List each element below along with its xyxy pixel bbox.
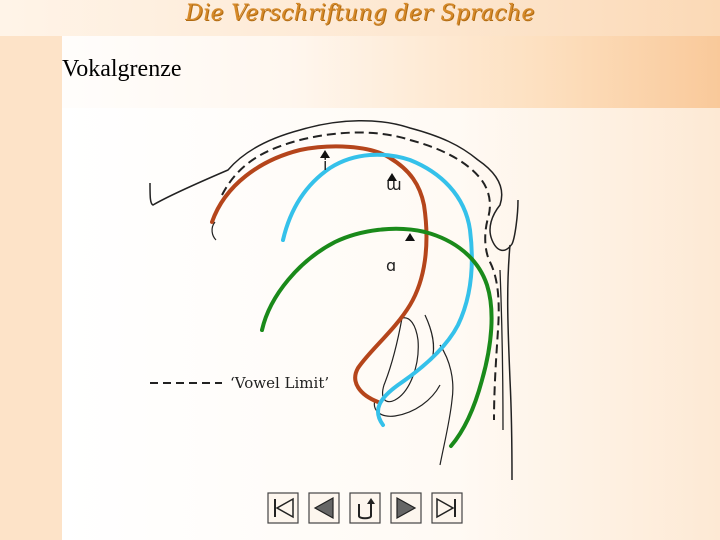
epiglottis-outline [383, 318, 419, 402]
vowel-i-label: i [323, 155, 327, 174]
last-slide-button[interactable] [432, 493, 462, 523]
first-slide-button[interactable] [268, 493, 298, 523]
larynx-outline-a [374, 385, 440, 416]
vowel-a-label: ɑ [386, 256, 396, 275]
larynx-outline-c [425, 315, 434, 360]
next-slide-button[interactable] [391, 493, 421, 523]
previous-slide-button[interactable] [309, 493, 339, 523]
vowel-a-marker [405, 233, 415, 241]
legend-label: ‘Vowel Limit’ [230, 374, 329, 392]
lip-outline [212, 222, 216, 240]
return-button[interactable] [350, 493, 380, 523]
vowel-u-label: ɯ [386, 175, 402, 194]
slide-navigation [267, 492, 463, 524]
pharynx-wall [500, 270, 503, 430]
